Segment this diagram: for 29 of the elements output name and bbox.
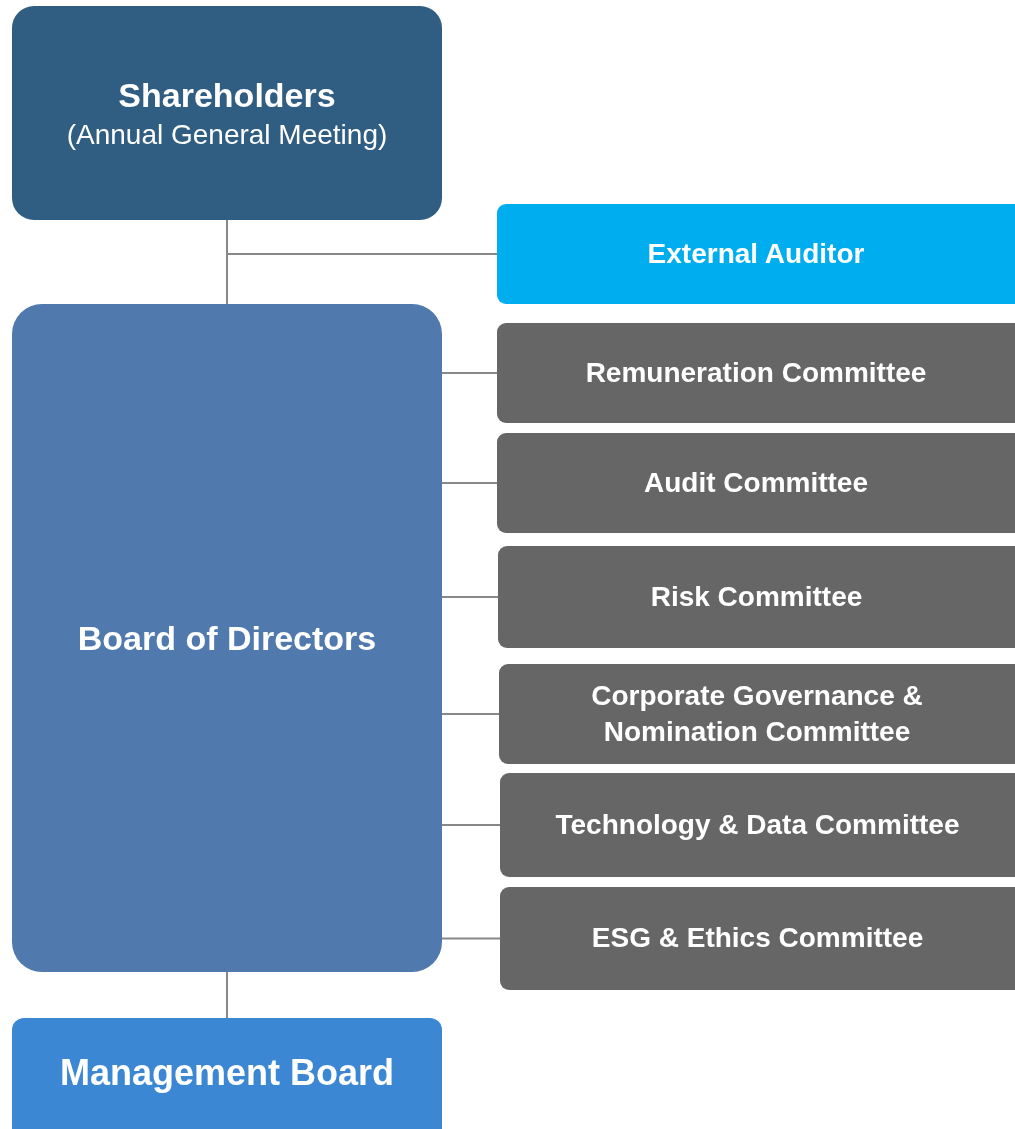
management-box — [12, 1018, 442, 1129]
node-title: Technology & Data Committee — [555, 807, 960, 842]
committee-box — [499, 664, 1015, 764]
board-box — [12, 304, 442, 972]
connector-line — [441, 596, 499, 598]
node-title: External Auditor — [647, 236, 865, 271]
committee-box — [500, 887, 1015, 990]
node-title: Remuneration Committee — [585, 355, 927, 390]
node-title: ESG & Ethics Committee — [591, 921, 924, 956]
connector-line — [226, 219, 498, 255]
connector-line — [441, 713, 500, 715]
committee-box — [500, 773, 1015, 877]
committee-box — [498, 546, 1015, 648]
node-title: Management Board — [59, 1051, 395, 1096]
node-title: Risk Committee — [650, 579, 863, 614]
connector-line — [441, 937, 501, 940]
node-title: Board of Directors — [77, 617, 377, 659]
shareholders-box — [12, 6, 442, 220]
connector-line — [441, 372, 498, 374]
node-title: Corporate Governance & Nomination Committee — [590, 678, 924, 749]
node-subtitle: (Annual General Meeting) — [66, 117, 388, 152]
connector-line — [226, 971, 228, 1019]
node-title: Audit Committee — [644, 465, 868, 500]
connector-line — [441, 482, 498, 484]
auditor-box — [497, 204, 1015, 304]
connector-line — [441, 824, 501, 826]
committee-box — [497, 433, 1015, 533]
node-title: Shareholders — [118, 74, 336, 116]
committee-box — [497, 323, 1015, 423]
